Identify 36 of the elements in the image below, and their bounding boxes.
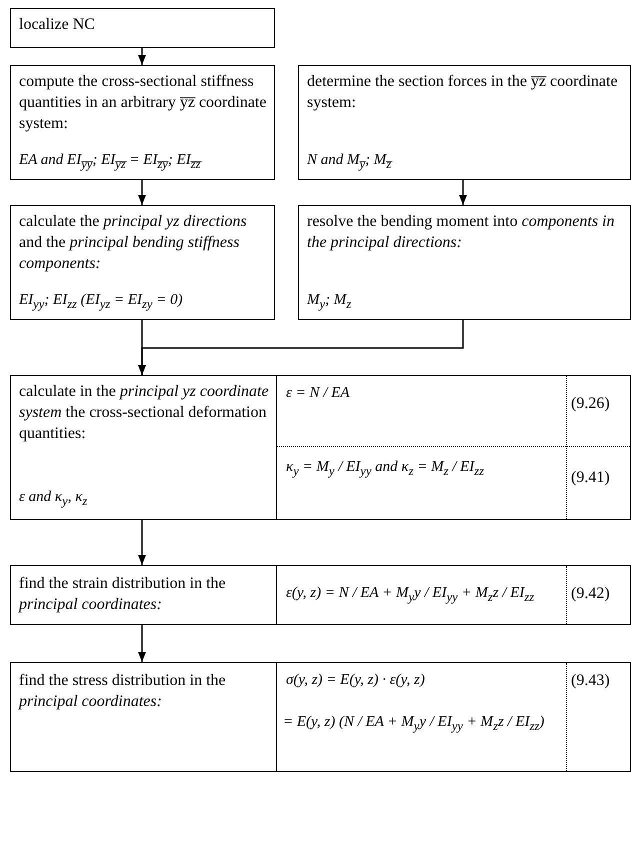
- equation-number: (9.42): [571, 584, 610, 604]
- formula: EA and EI$_{y̅y̅}$; EI$_{y̅z̅}$ = EI$_{z̅y̅}$; EI$_{z̅z̅}$: [19, 151, 200, 172]
- arrow: [138, 520, 146, 565]
- arrow: [138, 320, 464, 375]
- process-box: [298, 65, 631, 180]
- formula: ε and κ$_{y}$, κ$_{z}$: [19, 488, 88, 510]
- process-box: [10, 375, 631, 520]
- step-text: resolve the bending moment into components in the principal directions:: [307, 212, 616, 253]
- step-text: calculate in the principal yz coordinate system the cross-sectional deformation quantities:: [19, 382, 269, 444]
- formula: EI$_{yy}$; EI$_{zz}$ (EI$_{yz}$ = EI$_{zy}$ = 0): [19, 291, 183, 312]
- equation-number: (9.41): [571, 468, 610, 488]
- step-text: determine the section forces in the y̅z̅ coordinate system:: [307, 72, 619, 113]
- formula: N and M$_{y̅}$; M$_{z̅}$: [307, 151, 392, 172]
- formula: ε = N / EA: [286, 384, 350, 403]
- arrow: [459, 180, 467, 205]
- formula: = E(y, z) (N / EA + M$_{y}$y / EI$_{yy}$ + M$_{z}$z / EI$_{zz}$): [283, 713, 544, 734]
- step-text: find the stress distribution in the principal coordinates:: [19, 671, 227, 712]
- formula: κ$_{y}$ = M$_{y}$ / EI$_{yy}$ and κ$_{z}$ = M$_{z}$ / EI$_{zz}$: [286, 458, 484, 480]
- process-box: [10, 565, 631, 625]
- step-text: compute the cross-sectional stiffness quantities in an arbitrary y̅z̅ coordinate system:: [19, 72, 268, 134]
- formula: ε(y, z) = N / EA + M$_{y}$y / EI$_{yy}$ + M$_{z}$z / EI$_{zz}$: [286, 584, 534, 606]
- step-text: calculate the principal yz directions and the principal bending stiffness components:: [19, 212, 248, 274]
- step-text: localize NC: [19, 15, 95, 35]
- equation-number: (9.43): [571, 671, 610, 691]
- arrow: [138, 625, 146, 662]
- process-box: [298, 205, 631, 320]
- process-box: [10, 205, 275, 320]
- process-box: [10, 662, 631, 772]
- step-text: find the strain distribution in the principal coordinates:: [19, 574, 227, 615]
- formula: σ(y, z) = E(y, z) · ε(y, z): [286, 671, 425, 690]
- process-box: [10, 8, 275, 48]
- equation-number: (9.26): [571, 394, 610, 414]
- arrow: [138, 180, 146, 205]
- formula: M$_{y}$; M$_{z}$: [307, 291, 352, 312]
- process-box: [10, 65, 275, 180]
- arrow: [138, 48, 146, 65]
